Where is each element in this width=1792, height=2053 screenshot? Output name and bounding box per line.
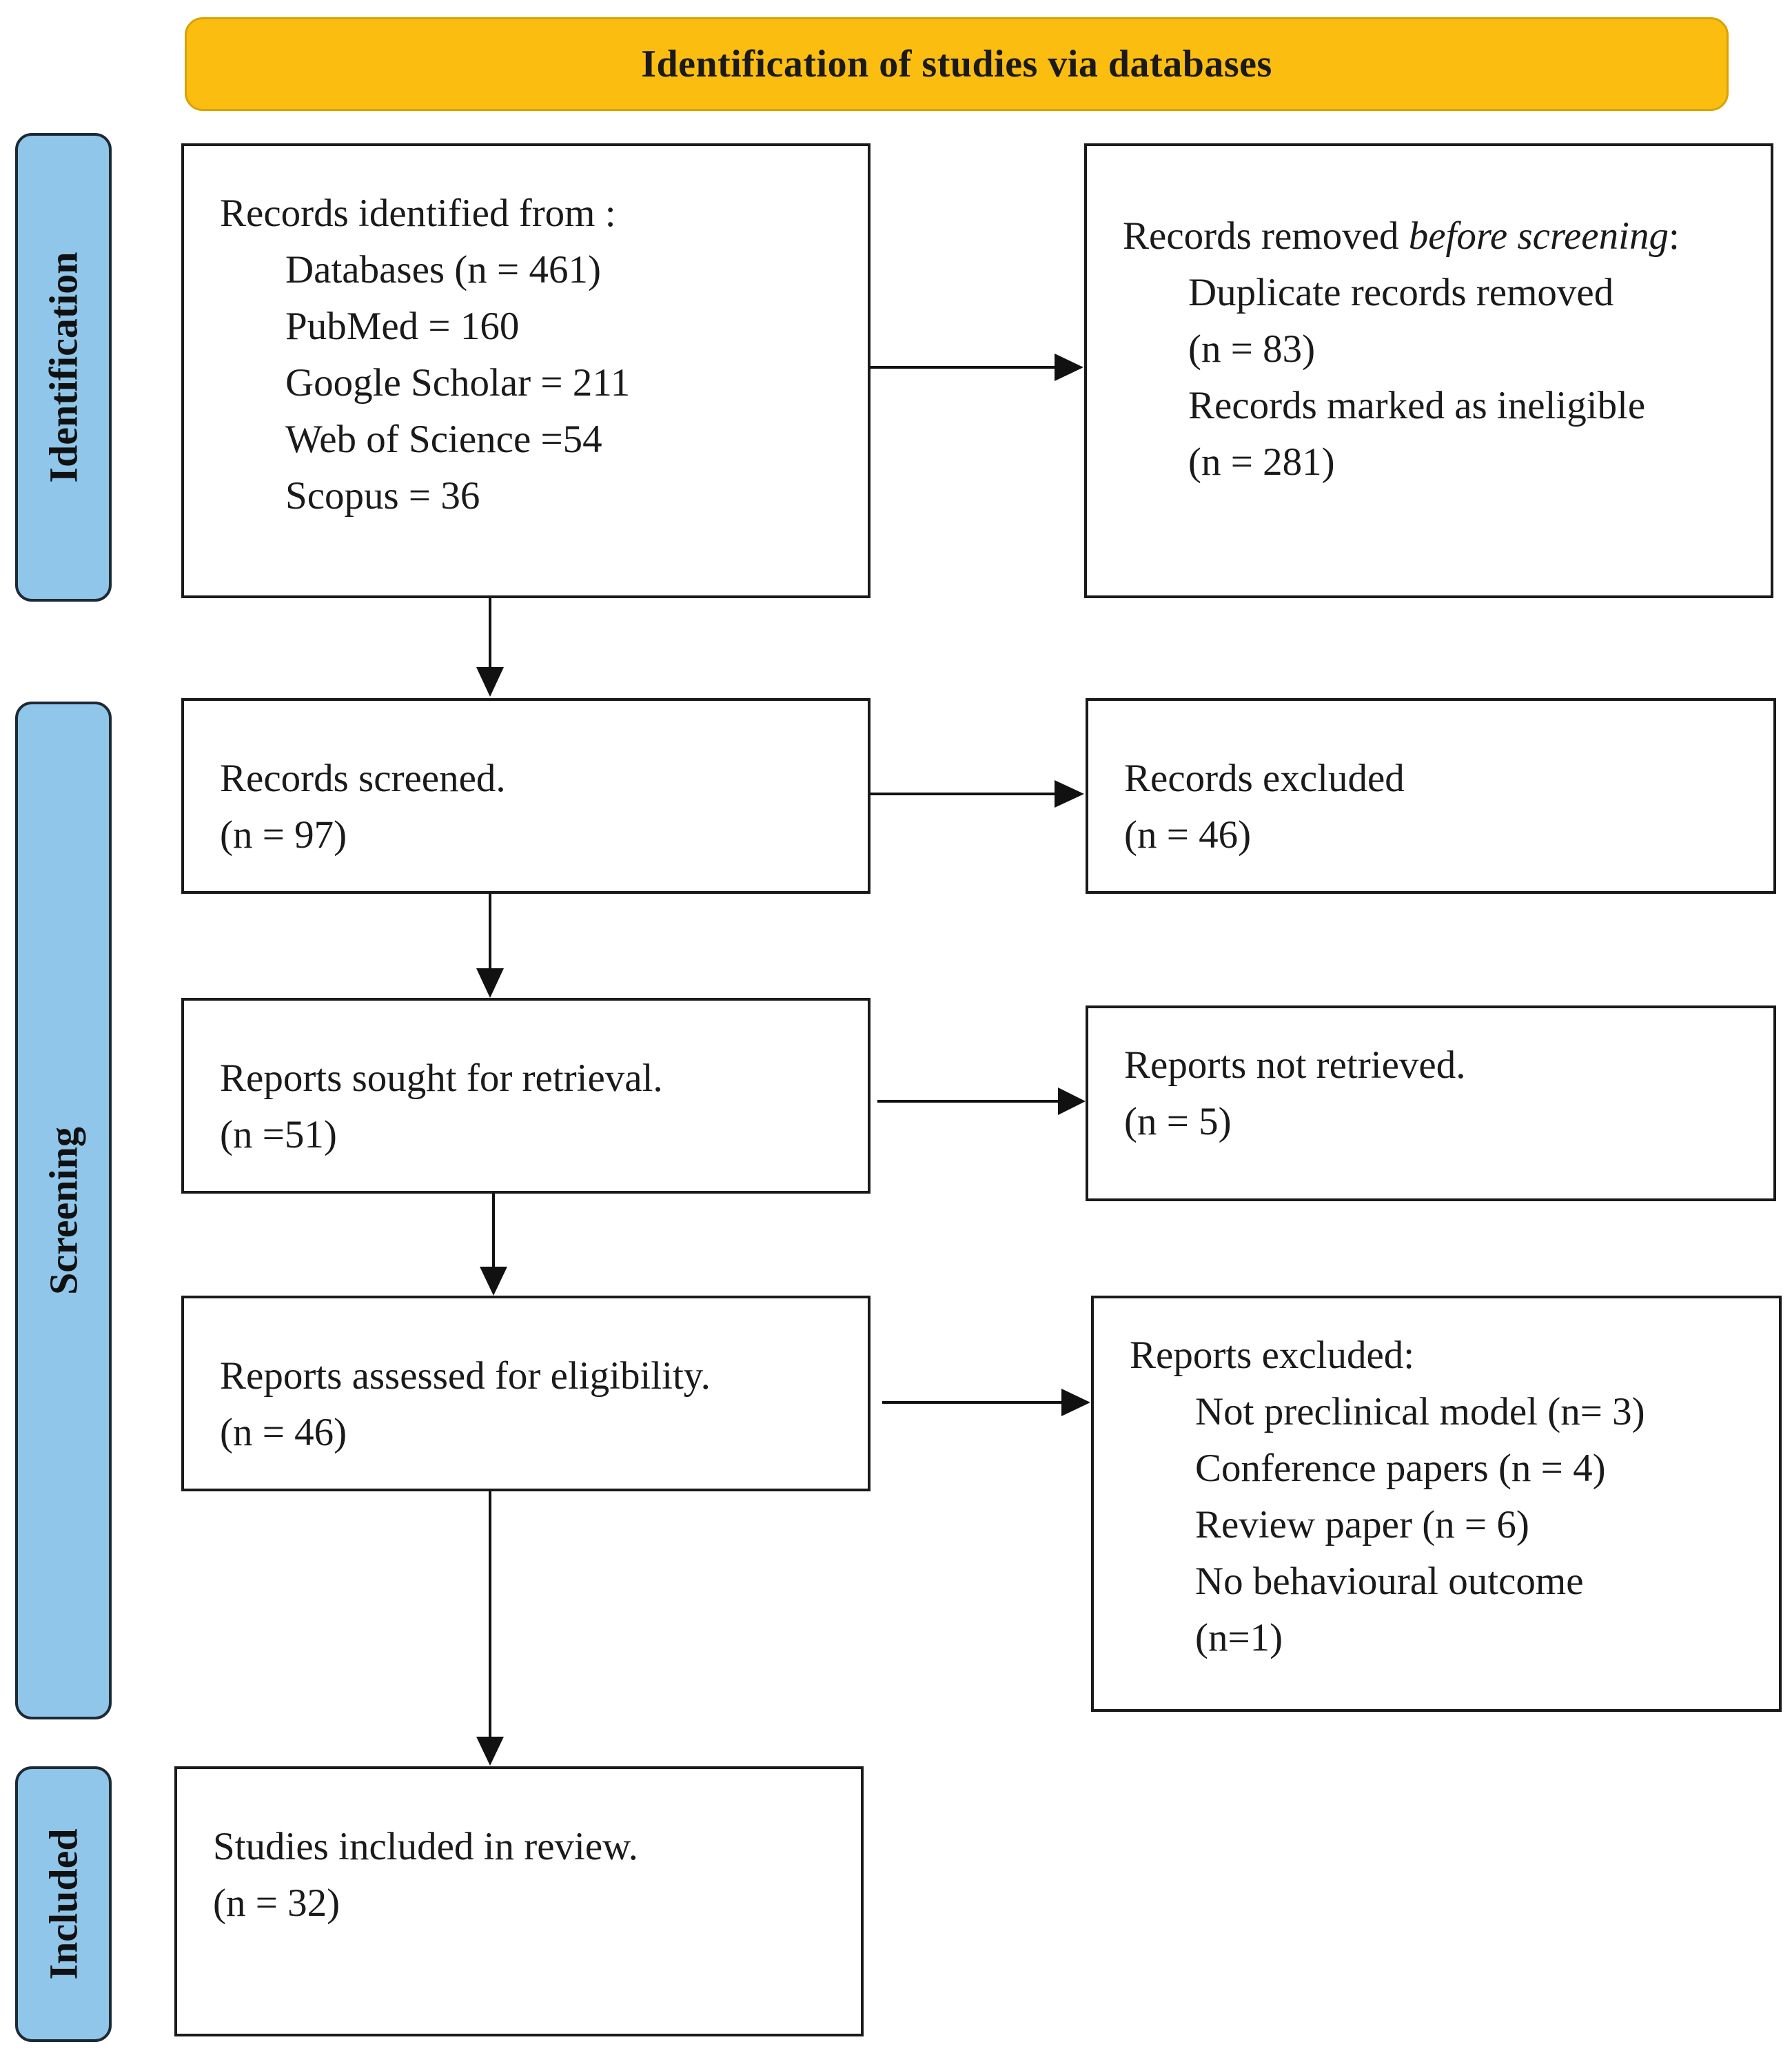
records-excluded-label: Records excluded (1124, 757, 1405, 800)
records-excluded-count: (n = 46) (1124, 813, 1252, 857)
reports-not-retrieved-label: Reports not retrieved. (1124, 1043, 1466, 1087)
records-excluded-box: Records excluded (n = 46) (1086, 698, 1776, 894)
arrowhead-down (476, 1737, 504, 1766)
stage-included: Included (15, 1766, 112, 2042)
reports-sought-count: (n =51) (220, 1113, 337, 1156)
records-identified-heading: Records identified from : (220, 192, 616, 235)
records-removed-item: Duplicate records removed (1188, 271, 1614, 314)
records-screened-label: Records screened. (220, 757, 506, 800)
reports-sought-label: Reports sought for retrieval. (220, 1056, 663, 1100)
reports-not-retrieved-count: (n = 5) (1124, 1100, 1232, 1143)
reports-sought-box: Reports sought for retrieval. (n =51) (181, 998, 870, 1194)
stage-identification: Identification (15, 133, 112, 602)
reports-excluded-item: (n=1) (1195, 1616, 1283, 1659)
reports-not-retrieved-box: Reports not retrieved. (n = 5) (1086, 1005, 1776, 1201)
studies-included-box: Studies included in review. (n = 32) (174, 1766, 864, 2036)
arrowhead-down (476, 968, 504, 998)
records-identified-box: Records identified from : Databases (n =… (181, 143, 870, 598)
arrowhead-down (476, 667, 504, 697)
reports-excluded-heading: Reports excluded: (1130, 1334, 1415, 1377)
records-identified-item: Scopus = 36 (285, 474, 480, 518)
records-removed-heading-emphasis: before screening (1408, 214, 1669, 258)
reports-assessed-label: Reports assessed for eligibility. (220, 1354, 711, 1398)
reports-excluded-item: No behavioural outcome (1195, 1560, 1584, 1603)
studies-included-label: Studies included in review. (213, 1825, 638, 1868)
records-screened-count: (n = 97) (220, 813, 347, 857)
records-removed-item: Records marked as ineligible (1188, 384, 1646, 427)
records-identified-item: Web of Science =54 (285, 418, 602, 461)
header-bar: Identification of studies via databases (185, 17, 1729, 111)
reports-excluded-item: Not preclinical model (n= 3) (1195, 1390, 1645, 1433)
records-screened-box: Records screened. (n = 97) (181, 698, 870, 894)
records-removed-item: (n = 281) (1188, 440, 1335, 484)
reports-assessed-count: (n = 46) (220, 1411, 347, 1454)
records-removed-heading-prefix: Records removed (1123, 214, 1409, 258)
arrowhead-down (480, 1267, 507, 1296)
arrowhead-right (1058, 1087, 1086, 1115)
reports-excluded-box: Reports excluded: Not preclinical model … (1091, 1296, 1782, 1712)
reports-assessed-box: Reports assessed for eligibility. (n = 4… (181, 1296, 870, 1491)
stage-screening: Screening (15, 702, 112, 1719)
records-identified-item: PubMed = 160 (285, 305, 520, 348)
records-identified-item: Google Scholar = 211 (285, 361, 631, 405)
records-removed-item: (n = 83) (1188, 327, 1316, 371)
reports-excluded-item: Conference papers (n = 4) (1195, 1447, 1606, 1490)
records-removed-heading: Records removed before screening: (1123, 208, 1771, 265)
reports-excluded-item: Review paper (n = 6) (1195, 1503, 1529, 1546)
records-removed-box: Records removed before screening: Duplic… (1084, 143, 1773, 598)
arrowhead-right (1055, 354, 1083, 381)
header-title: Identification of studies via databases (641, 43, 1272, 85)
records-removed-heading-suffix: : (1668, 214, 1680, 258)
studies-included-count: (n = 32) (213, 1881, 340, 1925)
arrowhead-right (1055, 780, 1084, 808)
records-identified-item: Databases (n = 461) (285, 248, 601, 292)
arrowhead-right (1061, 1389, 1090, 1416)
